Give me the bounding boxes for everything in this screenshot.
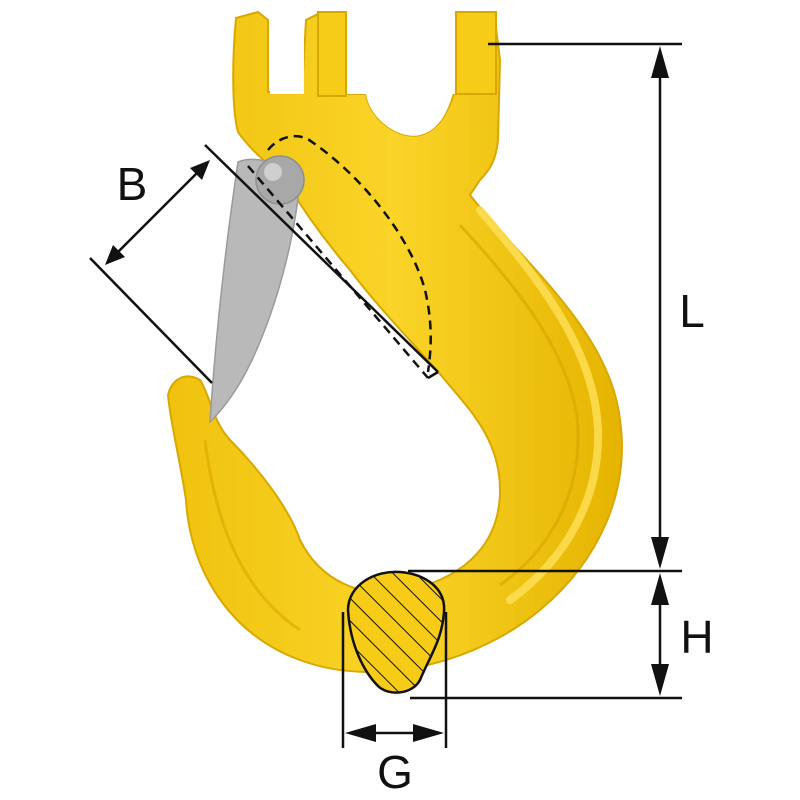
hook-tip-shadow bbox=[203, 439, 301, 632]
label-L: L bbox=[679, 285, 705, 337]
dim-B-dashed-edge bbox=[247, 165, 429, 379]
dim-B-arrow-line bbox=[114, 169, 201, 256]
hook-throat-opening bbox=[212, 220, 480, 578]
hook-ridge-highlight bbox=[476, 206, 603, 604]
dim-G-arrowhead-right bbox=[413, 724, 444, 742]
dimension-B bbox=[89, 144, 439, 384]
clevis-slot-left bbox=[270, 18, 304, 94]
latch-pivot-pin bbox=[255, 155, 305, 205]
dimension-G bbox=[341, 612, 448, 748]
safety-latch bbox=[209, 155, 305, 424]
dim-B-arrowhead-lower bbox=[105, 245, 125, 265]
label-G: G bbox=[377, 746, 413, 798]
hook-clevis bbox=[166, 10, 623, 673]
dim-H-arrowhead-top bbox=[651, 573, 669, 605]
latch-travel-dashed bbox=[267, 134, 432, 373]
label-H: H bbox=[680, 611, 714, 663]
clevis-finger-middle bbox=[317, 11, 347, 97]
dim-G-arrowhead-left bbox=[345, 724, 376, 742]
dim-B-extension-top bbox=[204, 144, 439, 373]
dimension-H bbox=[410, 573, 682, 700]
latch-pivot-highlight bbox=[264, 163, 282, 181]
hook-body bbox=[166, 10, 623, 673]
dim-H-arrowhead-bottom bbox=[651, 664, 669, 696]
hook-ridge-shadow bbox=[458, 223, 580, 587]
dim-L-arrowhead-top bbox=[651, 46, 669, 78]
dim-B-arrowhead-upper bbox=[190, 160, 210, 180]
clevis-slot-right bbox=[346, 14, 454, 94]
cross-section-hatched bbox=[346, 570, 446, 694]
label-B: B bbox=[116, 158, 148, 210]
dim-B-extension-bottom bbox=[89, 257, 213, 384]
dim-L-arrowhead-bottom bbox=[651, 537, 669, 569]
clevis-finger-right bbox=[455, 11, 497, 95]
clevis-slot-right-arch bbox=[346, 80, 456, 136]
dim-B-dashed-end bbox=[427, 370, 439, 380]
dimension-L bbox=[408, 42, 682, 573]
